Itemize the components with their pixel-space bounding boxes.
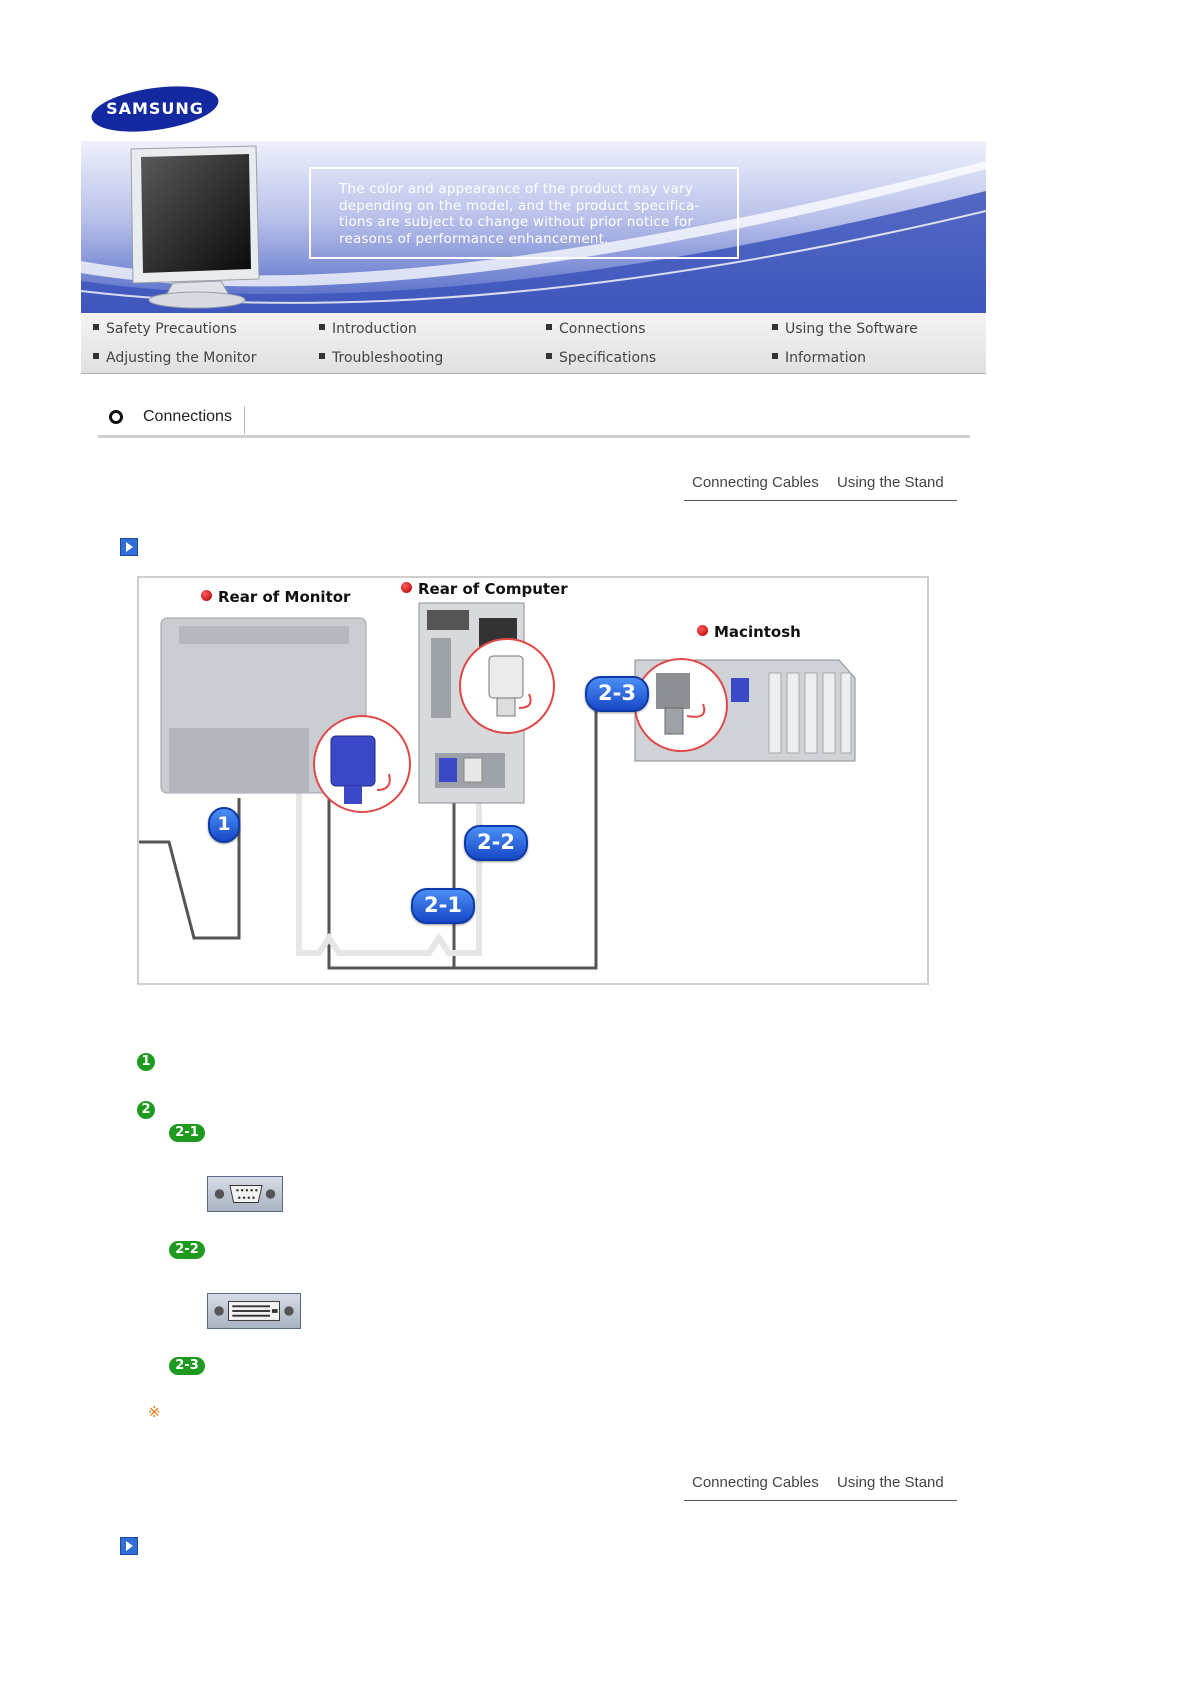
play-icon	[120, 538, 138, 556]
nav-item-connections[interactable]: Connections	[546, 321, 646, 337]
notice-line: depending on the model, and the product …	[339, 198, 709, 215]
step-2-badge: 2	[137, 1101, 155, 1119]
red-dot-icon	[401, 582, 412, 593]
nav-label: Troubleshooting	[332, 350, 443, 366]
bullet-icon	[546, 353, 552, 359]
diagram-drawing	[139, 578, 929, 985]
bullet-icon	[772, 324, 778, 330]
header-banner: The color and appearance of the product …	[81, 141, 986, 313]
badge-2-3: 2-3	[585, 676, 649, 712]
bullet-icon	[93, 324, 99, 330]
subtabs-bottom: Connecting Cables Using the Stand	[684, 1466, 957, 1501]
step-2-2-badge: 2-2	[169, 1241, 205, 1259]
nav-label: Information	[785, 350, 866, 366]
zoom-detail-vga-icon	[314, 716, 410, 812]
step-1-badge: 1	[137, 1053, 155, 1071]
label-text: Rear of Monitor	[218, 588, 350, 606]
nav-item-adjusting-the-monitor[interactable]: Adjusting the Monitor	[93, 350, 257, 366]
label-text: Macintosh	[714, 623, 801, 641]
play-icon	[120, 1537, 138, 1555]
red-dot-icon	[697, 625, 708, 636]
zoom-detail-mac-icon	[635, 659, 727, 751]
subtabs-top: Connecting Cables Using the Stand	[684, 466, 957, 501]
nav-label: Specifications	[559, 350, 656, 366]
tab-using-the-stand[interactable]: Using the Stand	[837, 1474, 944, 1491]
bullet-icon	[319, 324, 325, 330]
circle-icon	[108, 409, 124, 425]
section-rule	[98, 435, 970, 438]
nav-label: Connections	[559, 321, 646, 337]
connection-diagram: Rear of Monitor Rear of Computer Macinto…	[137, 576, 929, 985]
nav-label: Safety Precautions	[106, 321, 237, 337]
bullet-icon	[546, 324, 552, 330]
dvi-port-icon	[207, 1293, 301, 1329]
step-2-3-badge: 2-3	[169, 1357, 205, 1375]
nav-item-troubleshooting[interactable]: Troubleshooting	[319, 350, 443, 366]
label-rear-of-monitor: Rear of Monitor	[201, 588, 350, 606]
note-icon: ※	[148, 1403, 161, 1421]
logo-text: SAMSUNG	[106, 99, 204, 118]
samsung-logo: SAMSUNG	[90, 86, 220, 132]
step-2-1-badge: 2-1	[169, 1124, 205, 1142]
notice-line: tions are subject to change without prio…	[339, 214, 709, 231]
badge-2-1: 2-1	[411, 888, 475, 924]
nav-item-safety-precautions[interactable]: Safety Precautions	[93, 321, 237, 337]
notice-line: The color and appearance of the product …	[339, 181, 709, 198]
product-notice: The color and appearance of the product …	[309, 167, 739, 259]
bullet-icon	[319, 353, 325, 359]
nav-item-specifications[interactable]: Specifications	[546, 350, 656, 366]
tab-using-the-stand[interactable]: Using the Stand	[837, 474, 944, 491]
zoom-detail-dvi-icon	[460, 639, 554, 733]
nav-item-information[interactable]: Information	[772, 350, 866, 366]
nav-item-using-the-software[interactable]: Using the Software	[772, 321, 918, 337]
tab-connecting-cables[interactable]: Connecting Cables	[692, 474, 819, 491]
badge-2-2: 2-2	[464, 825, 528, 861]
vga-port-icon	[207, 1176, 283, 1212]
bullet-icon	[93, 353, 99, 359]
notice-line: reasons of performance enhancement.	[339, 231, 709, 248]
nav-label: Adjusting the Monitor	[106, 350, 257, 366]
label-text: Rear of Computer	[418, 580, 568, 598]
badge-1: 1	[208, 807, 240, 843]
section-divider	[244, 406, 245, 434]
nav-label: Introduction	[332, 321, 417, 337]
label-rear-of-computer: Rear of Computer	[401, 580, 568, 598]
nav-label: Using the Software	[785, 321, 918, 337]
nav-item-introduction[interactable]: Introduction	[319, 321, 417, 337]
section-title: Connections	[143, 408, 232, 426]
tab-connecting-cables[interactable]: Connecting Cables	[692, 1474, 819, 1491]
bullet-icon	[772, 353, 778, 359]
red-dot-icon	[201, 590, 212, 601]
label-macintosh: Macintosh	[697, 623, 801, 641]
main-nav: Safety Precautions Introduction Connecti…	[81, 313, 986, 374]
